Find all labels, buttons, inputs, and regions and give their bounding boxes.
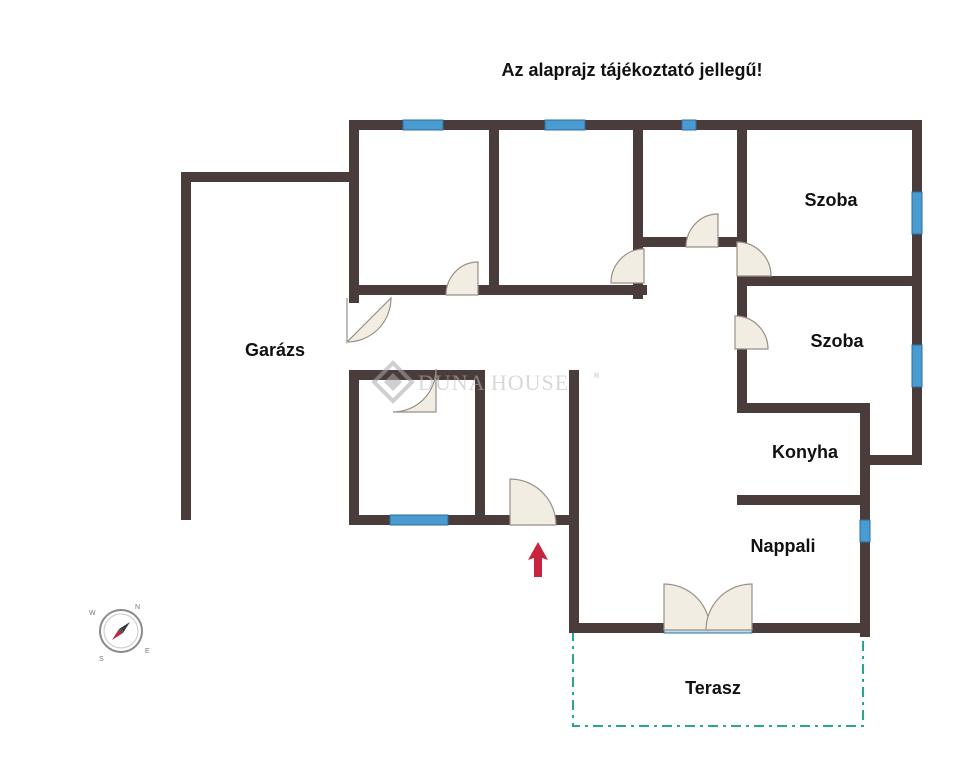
compass-west: W	[89, 610, 96, 617]
watermark-registered: ®	[594, 372, 600, 380]
window	[859, 519, 871, 543]
compass-icon: N E S W	[89, 604, 150, 663]
doors	[346, 213, 772, 631]
door	[736, 241, 772, 277]
plan-title: Az alaprajz tájékoztató jellegű!	[501, 60, 762, 80]
room-label-terrace: Terasz	[685, 678, 741, 698]
entrance-arrow-icon	[528, 542, 548, 577]
window	[911, 191, 923, 235]
window	[911, 344, 923, 388]
room-label-garage: Garázs	[245, 340, 305, 360]
compass-east: E	[145, 648, 150, 655]
window	[389, 514, 449, 526]
window	[681, 119, 697, 131]
door	[734, 315, 769, 350]
watermark: DUNA HOUSE ®	[371, 360, 600, 404]
door	[509, 478, 557, 526]
room-label-living: Nappali	[750, 536, 815, 556]
door	[392, 368, 437, 413]
door	[685, 213, 719, 248]
door	[663, 583, 711, 631]
door	[445, 261, 479, 296]
room-label-room1: Szoba	[804, 190, 858, 210]
compass-north: N	[135, 604, 140, 611]
door	[346, 296, 392, 344]
window	[544, 119, 586, 131]
window	[402, 119, 444, 131]
watermark-brand: DUNA HOUSE	[418, 370, 569, 395]
room-label-room2: Szoba	[810, 331, 864, 351]
door	[610, 248, 645, 284]
duna-house-logo-icon	[371, 360, 415, 404]
door	[705, 583, 753, 631]
room-label-kitchen: Konyha	[772, 442, 839, 462]
compass-south: S	[99, 656, 104, 663]
